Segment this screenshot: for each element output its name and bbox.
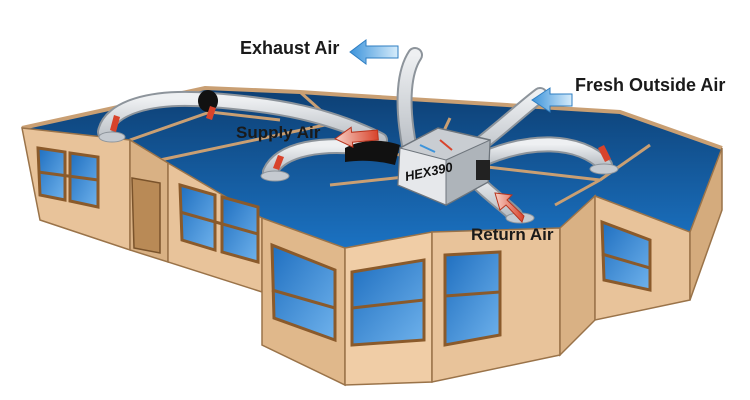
- exhaust-air-label: Exhaust Air: [240, 38, 340, 58]
- windows: [36, 146, 652, 347]
- exhaust-arrow-icon: [349, 39, 399, 65]
- front-door: [131, 177, 161, 254]
- hrv-unit: HEX390: [397, 127, 491, 206]
- duct-vent-icon: [98, 131, 619, 224]
- return-arrow-icon: [494, 192, 525, 223]
- fresh-outside-air-label: Fresh Outside Air: [575, 75, 726, 95]
- supply-arrow-icon: [110, 106, 611, 170]
- return-air-label: Return Air: [471, 225, 554, 244]
- fresh-air-arrow-icon: [531, 87, 573, 113]
- supply-air-label: Supply Air: [236, 123, 321, 142]
